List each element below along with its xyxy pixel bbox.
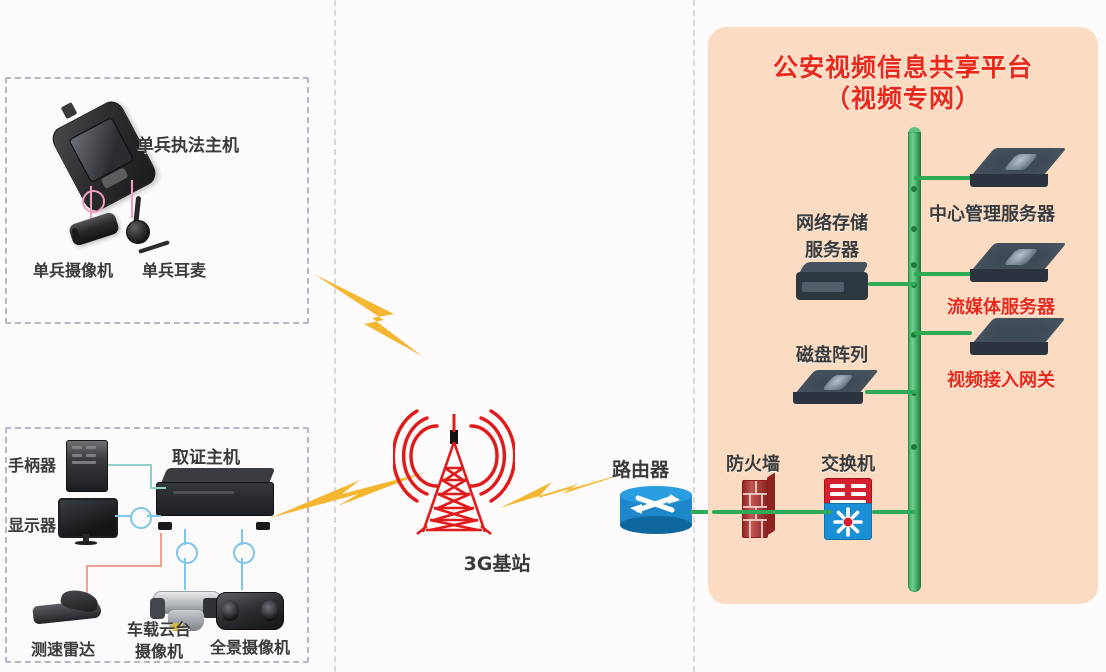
body-worn-host-label: 单兵执法主机 xyxy=(137,136,239,156)
single-soldier-equipment-box xyxy=(5,77,309,324)
link-bus-streaming-server xyxy=(914,272,972,276)
connector-radar-v2 xyxy=(86,565,88,593)
link-bus-center-server xyxy=(914,176,972,180)
disk-array-icon xyxy=(792,370,879,408)
video-access-gateway-icon xyxy=(968,318,1066,358)
connector-controller-h2 xyxy=(150,487,166,489)
network-storage-server-label-line1: 网络存储 xyxy=(796,213,868,234)
link-firewall-switch xyxy=(712,510,832,514)
body-worn-camera-icon xyxy=(67,211,121,247)
vertical-divider-left xyxy=(334,0,336,672)
bus-node-2 xyxy=(911,226,917,232)
connector-controller-v xyxy=(150,464,152,488)
display-monitor-label: 显示器 xyxy=(8,516,57,535)
router-icon xyxy=(620,486,692,534)
router-label: 路由器 xyxy=(612,459,670,481)
panoramic-camera-label: 全景摄像机 xyxy=(209,638,291,657)
wireless-link-bolt-lower xyxy=(268,470,428,532)
link-switch-bus xyxy=(872,510,916,514)
streaming-media-server-label: 流媒体服务器 xyxy=(947,297,1055,318)
backbone-bus xyxy=(908,132,921,592)
wireless-link-bolt-router xyxy=(498,466,638,514)
connector-host-to-headset xyxy=(131,180,133,218)
center-management-server-icon xyxy=(968,148,1067,192)
connector-node-pano xyxy=(233,542,255,564)
speed-radar-label: 测速雷达 xyxy=(30,640,96,659)
connector-pano-v2 xyxy=(241,558,243,590)
network-storage-server-label-line2: 服务器 xyxy=(805,240,859,261)
firewall-label: 防火墙 xyxy=(726,454,780,475)
base-station-icon xyxy=(393,408,515,538)
body-worn-headset-icon xyxy=(118,195,178,254)
vehicle-ptz-camera-icon xyxy=(148,586,224,634)
bus-node-1 xyxy=(911,186,917,192)
backbone-bus-cap xyxy=(908,127,921,134)
connector-radar-v1 xyxy=(160,533,162,567)
connector-radar-h xyxy=(86,565,162,567)
platform-title-line1: 公安视频信息共享平台 xyxy=(772,53,1033,82)
connector-monitor-h2 xyxy=(147,515,161,517)
network-storage-server-icon xyxy=(796,262,872,302)
vehicle-ptz-camera-label-line1: 车载云台 xyxy=(126,620,192,639)
connector-ptz-v2 xyxy=(184,558,186,590)
bus-node-7 xyxy=(911,444,917,450)
connector-pano-v1 xyxy=(241,529,243,545)
handheld-controller-icon xyxy=(66,440,108,492)
link-nas-bus xyxy=(868,282,916,286)
evidence-host-label: 取证主机 xyxy=(172,448,240,468)
vertical-divider-right xyxy=(693,0,695,672)
connector-node-ptz xyxy=(176,542,198,564)
bus-node-5 xyxy=(911,332,917,338)
evidence-host-icon xyxy=(156,468,276,530)
disk-array-label: 磁盘阵列 xyxy=(796,345,868,366)
display-monitor-icon xyxy=(58,498,118,546)
link-bus-gateway xyxy=(914,331,972,335)
connector-node-monitor xyxy=(130,507,152,529)
link-disk-array-bus xyxy=(865,390,917,394)
speed-radar-icon xyxy=(30,586,104,632)
vehicle-ptz-camera-label-line2: 摄像机 xyxy=(134,642,184,661)
platform-title-line2: （视频专网） xyxy=(824,84,981,113)
streaming-media-server-icon xyxy=(968,243,1067,287)
body-worn-camera-label: 单兵摄像机 xyxy=(32,261,114,280)
connector-ptz-v1 xyxy=(184,529,186,545)
body-worn-headset-label: 单兵耳麦 xyxy=(141,261,207,280)
video-access-gateway-label: 视频接入网关 xyxy=(947,370,1055,391)
connector-monitor-h1 xyxy=(115,515,131,517)
center-management-server-label: 中心管理服务器 xyxy=(929,204,1055,225)
connector-controller-h1 xyxy=(108,464,152,466)
panoramic-camera-icon xyxy=(216,592,284,630)
handheld-controller-label: 手柄器 xyxy=(8,456,57,475)
firewall-icon xyxy=(742,472,775,539)
bus-node-3 xyxy=(911,262,917,268)
connector-node-camera xyxy=(82,190,105,213)
switch-label: 交换机 xyxy=(821,454,875,475)
switch-icon xyxy=(824,478,872,540)
base-station-label: 3G基站 xyxy=(463,553,531,575)
wireless-link-bolt-upper xyxy=(312,268,442,360)
